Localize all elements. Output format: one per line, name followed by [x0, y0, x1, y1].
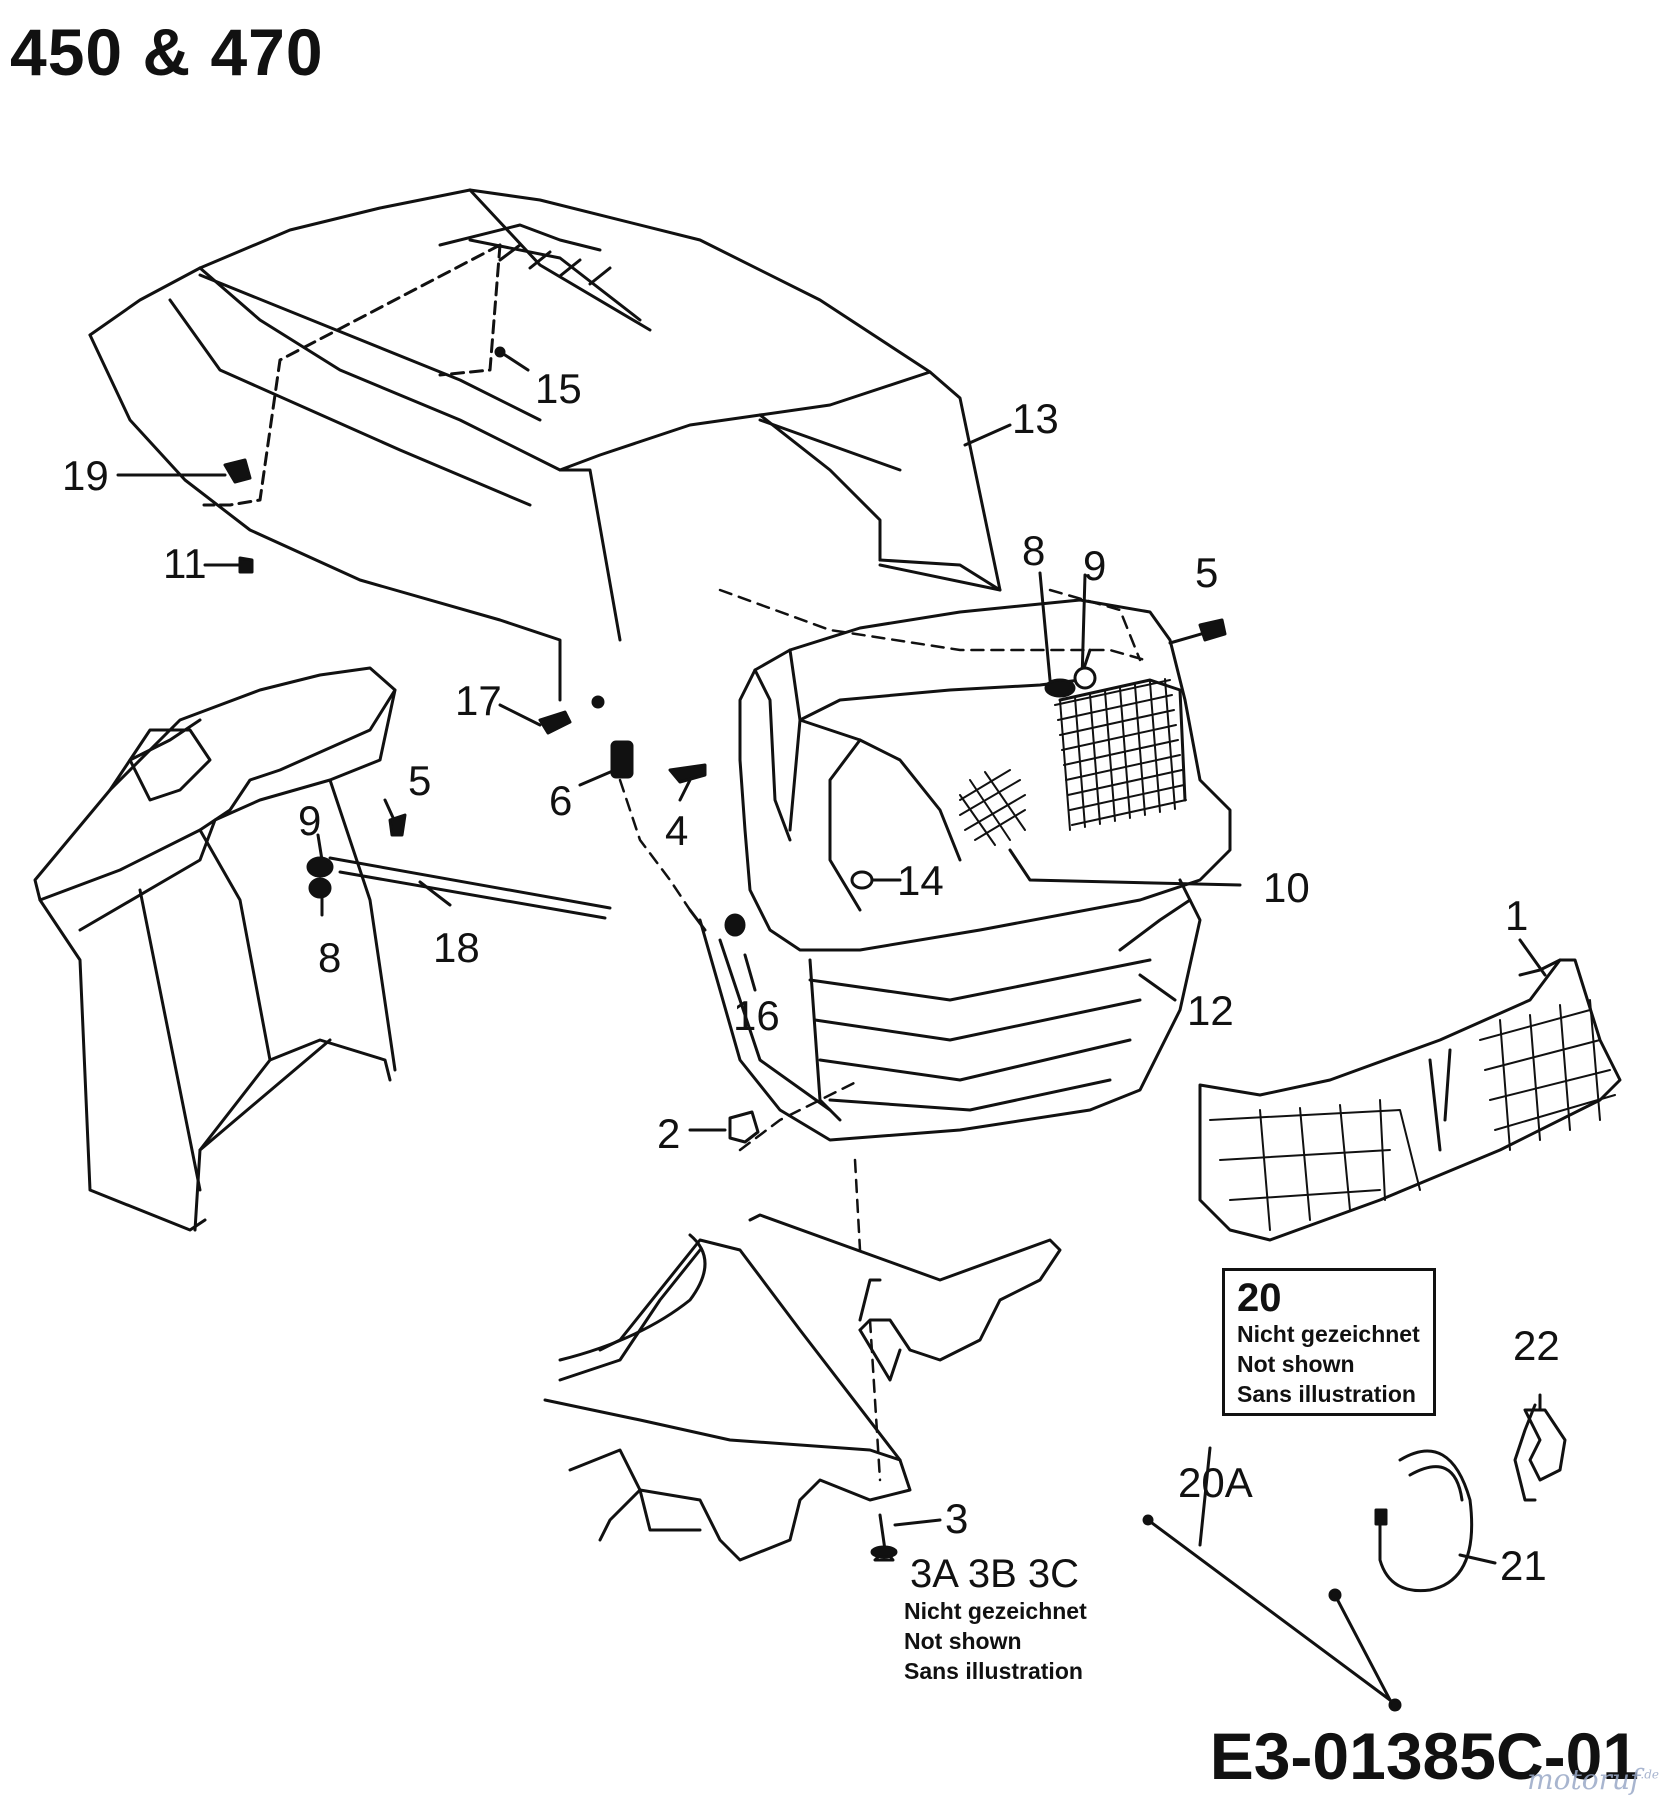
- callout-18: 18: [433, 924, 480, 971]
- watermark: motoruf.de: [1527, 1763, 1659, 1796]
- support-rod-part: [330, 858, 610, 918]
- callout-2: 2: [657, 1110, 681, 1157]
- callout-20a: 20A: [1178, 1459, 1253, 1506]
- diagram-title: 450 & 470: [10, 15, 324, 89]
- dashed-assembly-lines: [620, 590, 1145, 1480]
- callout-10: 10: [1263, 864, 1310, 911]
- grille-housing-part: [700, 600, 1230, 1140]
- callout-16: 16: [733, 992, 780, 1039]
- note-box-line-de: Nicht gezeichnet: [1237, 1321, 1420, 1347]
- drawing-code: E3-01385C-01: [1209, 1719, 1639, 1793]
- not-shown-note-box: 20 Nicht gezeichnet Not shown Sans illus…: [1222, 1268, 1436, 1416]
- callout-13: 13: [1012, 395, 1059, 442]
- note-3abc-line-en: Not shown: [904, 1628, 1022, 1654]
- hardware-and-leaders: [118, 348, 1565, 1710]
- callout-4: 4: [665, 807, 689, 854]
- hood-part: [90, 190, 1000, 700]
- note-box-number: 20: [1237, 1276, 1282, 1320]
- note-3abc-line-fr: Sans illustration: [904, 1658, 1083, 1684]
- dash-panel-part: [35, 668, 395, 1230]
- not-shown-note-3abc: 3A 3B 3C Nicht gezeichnet Not shown Sans…: [904, 1552, 1087, 1686]
- callout-12: 12: [1187, 987, 1234, 1034]
- callout-6: 6: [549, 777, 573, 824]
- callout-15: 15: [535, 365, 582, 412]
- callout-21: 21: [1500, 1542, 1547, 1589]
- watermark-text: motoruf: [1527, 1763, 1641, 1796]
- callout-3: 3: [945, 1495, 969, 1542]
- callout-14: 14: [897, 857, 944, 904]
- callout-5-right: 5: [1195, 549, 1219, 596]
- note-3abc-line-de: Nicht gezeichnet: [904, 1598, 1087, 1624]
- note-3abc-heading: 3A 3B 3C: [910, 1552, 1080, 1596]
- callout-22: 22: [1513, 1322, 1560, 1369]
- callout-9-top: 9: [1083, 542, 1107, 589]
- callout-8-top: 8: [1022, 527, 1046, 574]
- frame-part: [545, 1215, 1060, 1560]
- callout-19: 19: [62, 452, 109, 499]
- callout-11: 11: [163, 540, 207, 587]
- callout-17: 17: [455, 677, 502, 724]
- callout-1: 1: [1505, 892, 1529, 939]
- note-box-line-en: Not shown: [1237, 1351, 1355, 1377]
- watermark-suffix: .de: [1640, 1767, 1659, 1782]
- front-grille-part: [1200, 960, 1620, 1240]
- callout-8-left: 8: [318, 934, 342, 981]
- callout-9-left: 9: [298, 797, 322, 844]
- note-box-line-fr: Sans illustration: [1237, 1381, 1416, 1407]
- callout-5-left: 5: [408, 757, 432, 804]
